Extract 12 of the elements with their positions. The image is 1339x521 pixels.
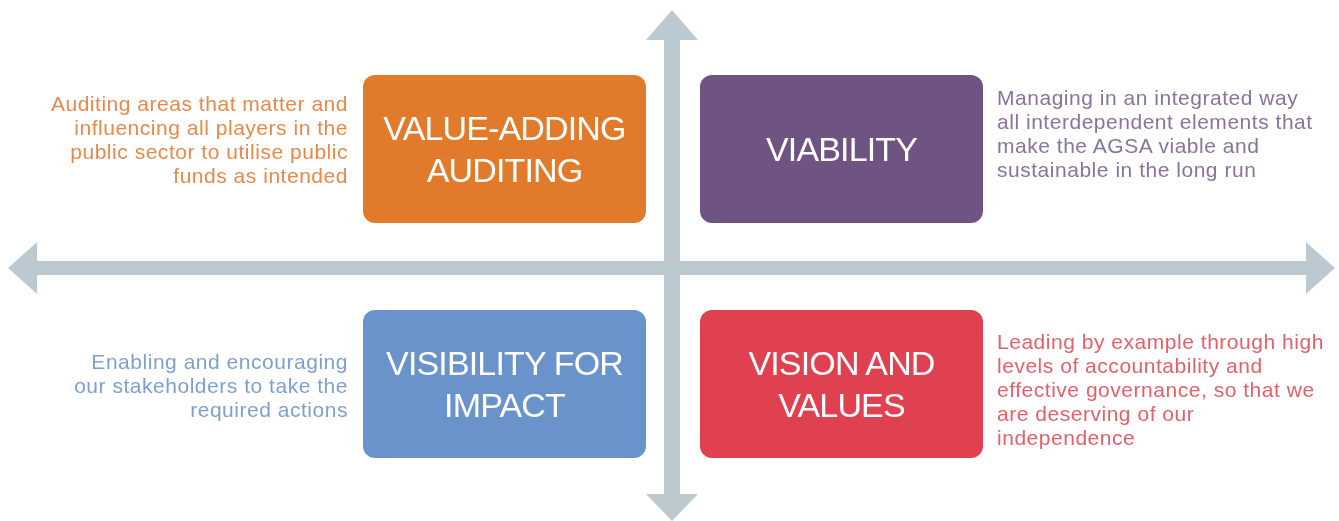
quadrant-box xyxy=(700,75,983,223)
quadrant-box xyxy=(363,75,646,223)
description-text: Enabling and encouraging our stakeholders to take the required actions xyxy=(73,350,348,422)
description-text: Managing in an integrated way all interdependent elements that make the AGSA viable and sustainable in the long run xyxy=(997,86,1314,182)
description-text: Auditing areas that matter and influencing all players in the public sector to utilise public funds as intended xyxy=(49,92,348,188)
description-text: Leading by example through high levels of accountability and effective governance, so that we are deserving of our independence xyxy=(997,330,1325,450)
quadrant-title: VISIBILITY FOR IMPACT xyxy=(385,343,624,426)
quadrant-title: VIABILITY xyxy=(765,129,918,170)
quadrant-box xyxy=(363,310,646,458)
quadrant-title: VALUE-ADDING AUDITING xyxy=(382,108,627,191)
quadrant-box xyxy=(700,310,983,458)
quadrant-title: VISION AND VALUES xyxy=(747,343,936,426)
